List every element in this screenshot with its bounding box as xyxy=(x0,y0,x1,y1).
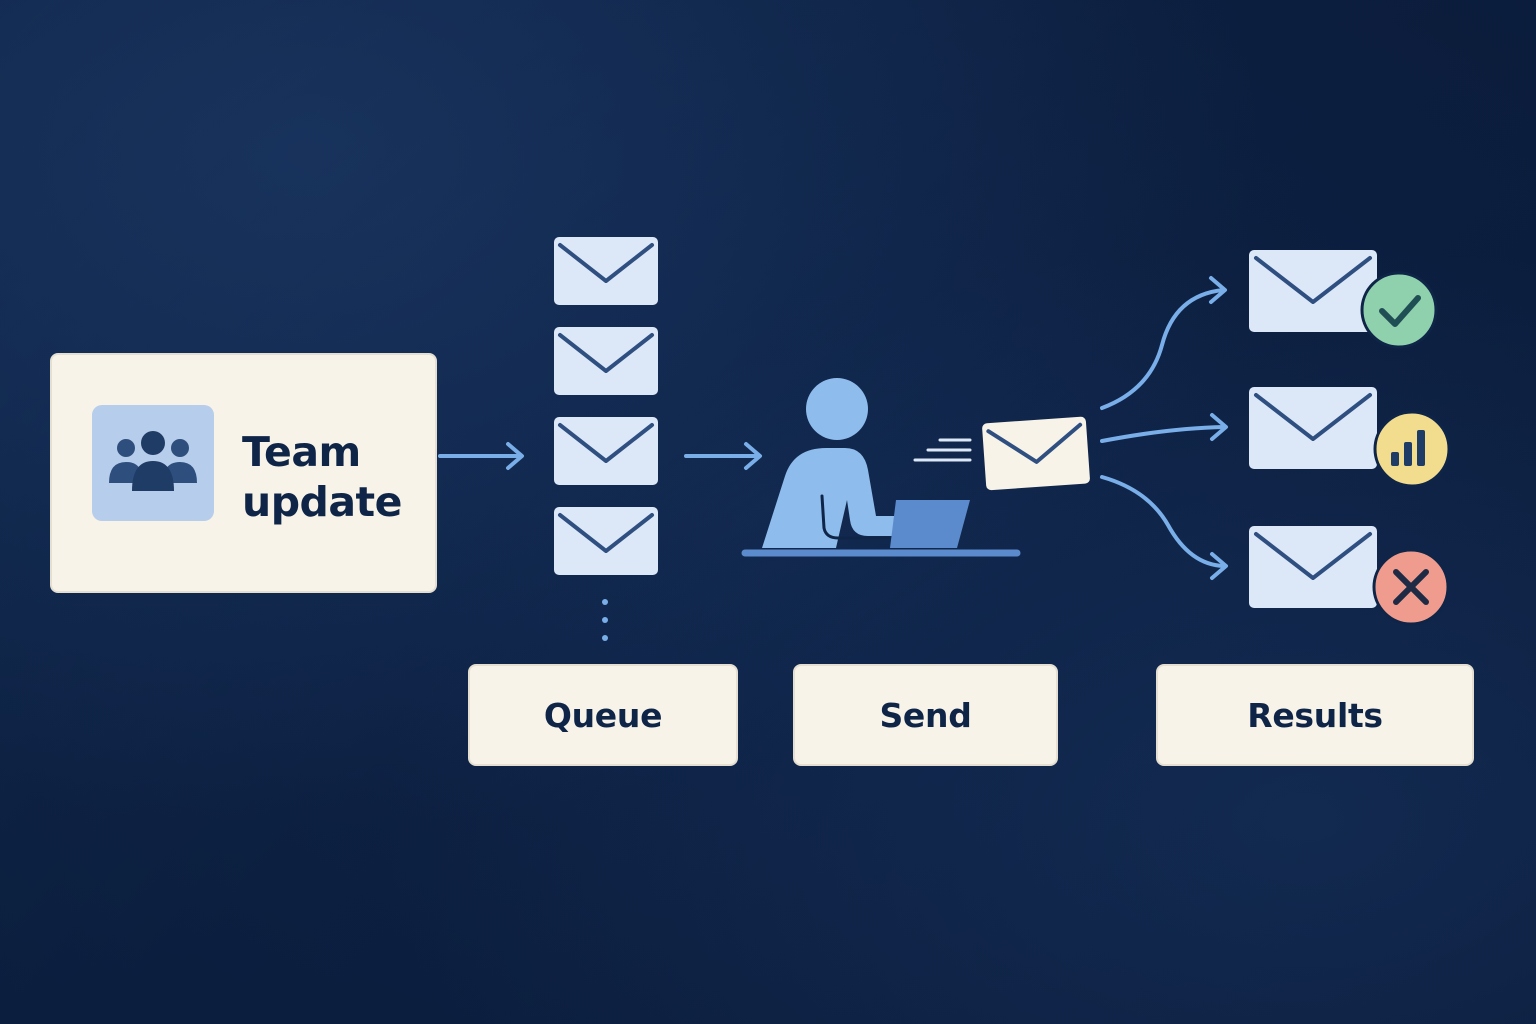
vertical-dots-icon xyxy=(602,599,608,641)
bar-chart-icon xyxy=(1373,410,1451,488)
queue-envelope-3 xyxy=(552,415,660,487)
source-title-line2: update xyxy=(242,478,402,526)
source-card-team-update: Team update xyxy=(50,353,437,593)
queue-envelope-1 xyxy=(552,235,660,307)
queue-envelope-4 xyxy=(552,505,660,577)
source-title: Team update xyxy=(242,427,422,527)
arrow-to-result-opened xyxy=(1100,413,1228,443)
stage-label-queue: Queue xyxy=(468,664,738,766)
person-at-laptop-icon xyxy=(741,378,1021,557)
arrow-source-to-queue xyxy=(438,442,524,470)
queue-envelope-2 xyxy=(552,325,660,397)
stage-label-results: Results xyxy=(1156,664,1474,766)
source-title-line1: Team xyxy=(242,428,361,476)
x-icon xyxy=(1372,548,1450,626)
arrow-to-result-delivered xyxy=(1100,276,1227,410)
stage-label-send: Send xyxy=(793,664,1058,766)
result-envelope-failed xyxy=(1249,526,1377,608)
result-envelope-delivered xyxy=(1249,250,1377,332)
arrow-to-result-failed xyxy=(1100,475,1228,580)
team-icon xyxy=(92,405,214,521)
motion-lines-icon xyxy=(913,438,972,462)
checkmark-icon xyxy=(1360,271,1438,349)
arrow-queue-to-sender xyxy=(684,442,762,470)
sent-envelope xyxy=(982,416,1090,491)
result-envelope-opened xyxy=(1249,387,1377,469)
